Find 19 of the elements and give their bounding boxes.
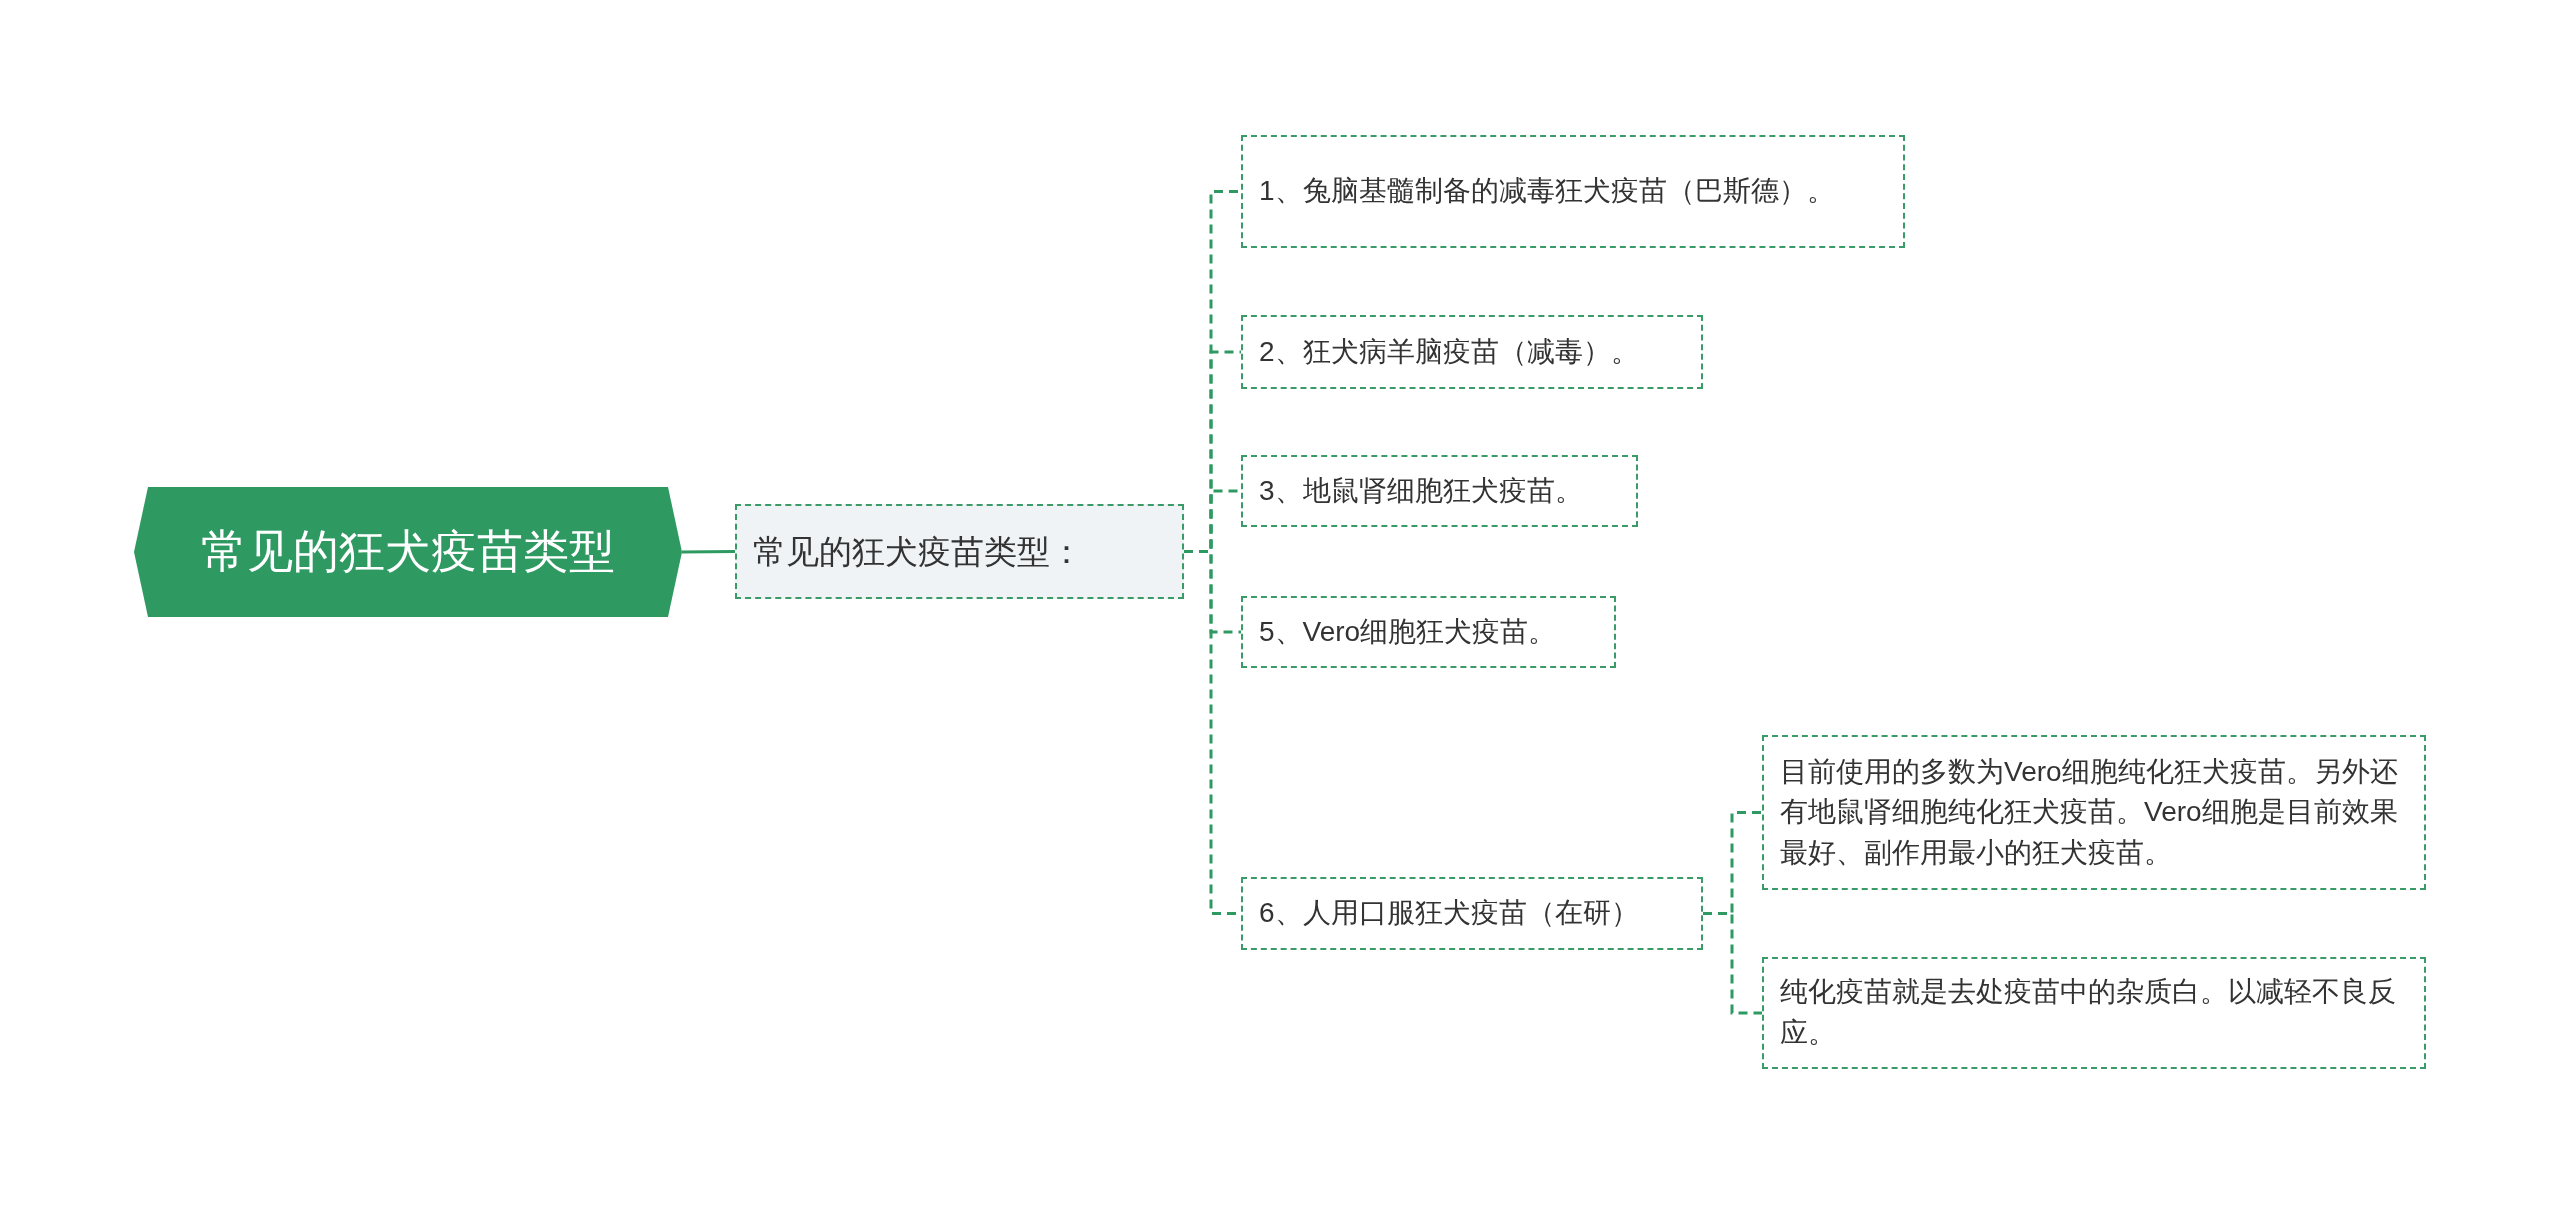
subtopic-box xyxy=(1241,455,1638,527)
topic-box xyxy=(735,504,1184,599)
topic-text: 2、狂犬病羊脑疫苗（减毒）。 xyxy=(1259,334,1639,369)
subtopic-box xyxy=(1762,957,2426,1069)
subtopic-box xyxy=(1762,735,2426,890)
topic-text: 常见的狂犬疫苗类型 xyxy=(201,524,615,579)
topic-text: 3、地鼠肾细胞狂犬疫苗。 xyxy=(1259,473,1583,508)
subtopic-box xyxy=(1241,135,1905,248)
topic-text: 目前使用的多数为Vero细胞纯化狂犬疫苗。另外还有地鼠肾细胞纯化狂犬疫苗。Vero细胞是目前效果最好、副作用最小的狂犬疫苗。 xyxy=(1780,754,2399,870)
topic-text: 常见的狂犬疫苗类型： xyxy=(753,531,1083,572)
subtopic-box xyxy=(1241,596,1616,668)
topic-text: 纯化疫苗就是去处疫苗中的杂质白。以减轻不良反应。 xyxy=(1780,975,2397,1050)
subtopic-box xyxy=(1241,315,1703,389)
subtopic-box xyxy=(1241,877,1703,950)
topic-text: 5、Vero细胞狂犬疫苗。 xyxy=(1259,614,1557,649)
topic-text: 1、兔脑基髓制备的减毒狂犬疫苗（巴斯德）。 xyxy=(1259,174,1835,209)
connector-line xyxy=(1703,912,1762,1015)
topic-text: 6、人用口服狂犬疫苗（在研） xyxy=(1259,896,1639,931)
connector-line xyxy=(682,550,735,554)
